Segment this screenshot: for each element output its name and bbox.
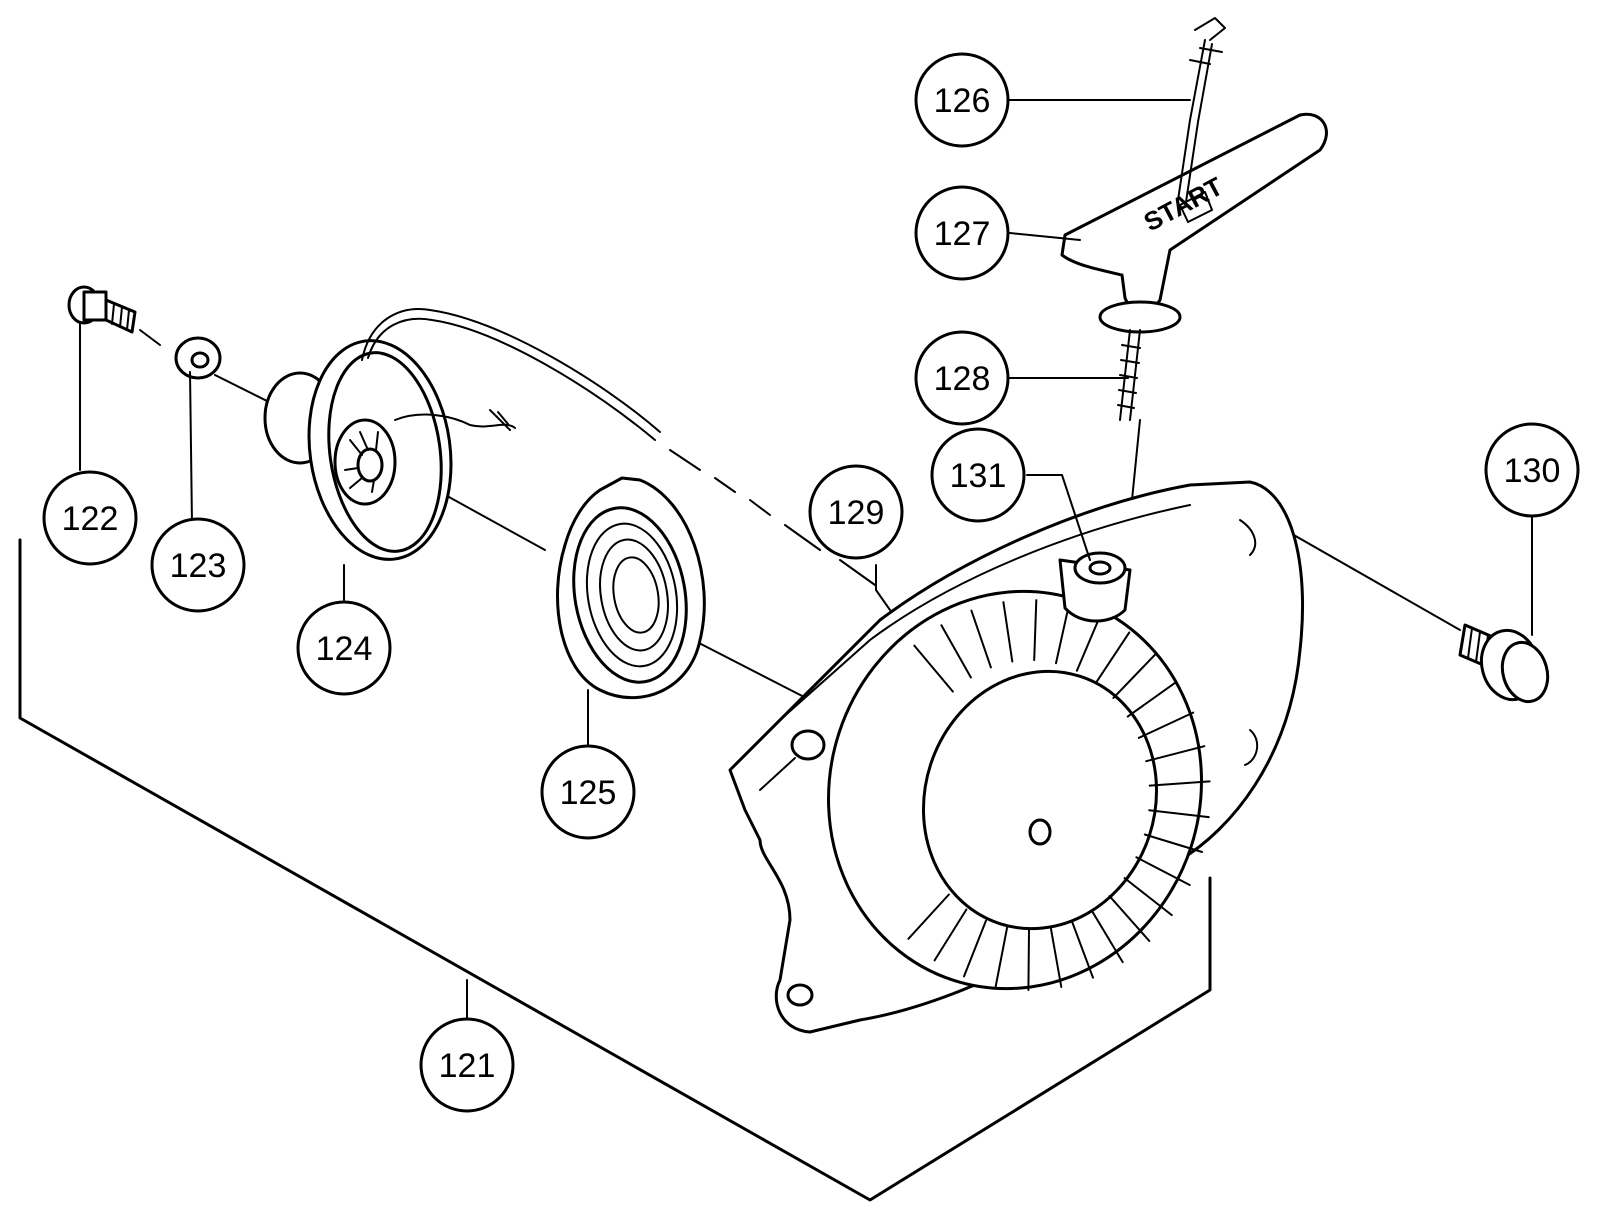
fan-fin: [907, 893, 950, 940]
callout-circle: [914, 185, 1010, 281]
washer-123: [174, 336, 222, 380]
callout-circle: [1484, 422, 1580, 518]
fan-fin: [970, 609, 992, 669]
fan-fin: [940, 624, 972, 679]
callout-circle: [419, 1017, 515, 1113]
rope-128: [1117, 329, 1141, 421]
callout-label: 130: [1504, 452, 1561, 490]
fan-fin: [1075, 614, 1102, 672]
callout-label: 124: [316, 630, 373, 668]
fan-fin: [1095, 631, 1131, 684]
callout-label: 128: [934, 360, 991, 398]
starter-rope: [361, 308, 661, 441]
callout-label: 123: [170, 547, 227, 585]
callouts: 121 122 123 124 125 126 127 128 129 130 131: [42, 52, 1580, 1113]
fan-fin: [1071, 920, 1094, 979]
fan-fin: [963, 919, 987, 978]
start-handle-127: START: [1060, 112, 1328, 334]
starter-housing-129: [728, 480, 1304, 1034]
fan-fin: [1108, 895, 1151, 942]
callout-124: 124: [296, 600, 392, 696]
fan-fins: [907, 599, 1211, 991]
callout-131: 131: [930, 427, 1026, 523]
callout-121: 121: [419, 1017, 515, 1113]
fan-fin: [1137, 711, 1195, 739]
fan-fin: [1033, 599, 1038, 662]
assembly-bracket: [18, 538, 1212, 1202]
fan-fin: [1055, 603, 1070, 665]
callout-125: 125: [540, 744, 636, 840]
callout-128: 128: [914, 330, 1010, 426]
callout-122: 122: [42, 470, 138, 566]
callout-circle: [914, 330, 1010, 426]
fan-fin: [1090, 909, 1124, 964]
callout-label: 127: [934, 215, 991, 253]
fan-fin: [913, 644, 954, 693]
callout-130: 130: [1484, 422, 1580, 518]
fan-fin: [1126, 680, 1178, 718]
callout-circle: [930, 427, 1026, 523]
pulley-124: [263, 339, 516, 561]
callout-label: 122: [62, 500, 119, 538]
fan-fin: [1002, 601, 1014, 663]
callout-circle: [42, 470, 138, 566]
fan-fin: [1027, 929, 1030, 991]
callout-circle: [296, 600, 392, 696]
fan-fin: [1143, 833, 1204, 853]
callout-label: 125: [560, 774, 617, 812]
recoil-spring-125: [556, 476, 706, 700]
callout-127: 127: [914, 185, 1010, 281]
fan-fin: [1148, 809, 1210, 819]
screw-130: [1458, 623, 1550, 704]
callout-label: 126: [934, 82, 991, 120]
callout-123: 123: [150, 517, 246, 613]
callout-circle: [914, 52, 1010, 148]
bolt-122: [67, 285, 137, 334]
fan-fin: [933, 908, 968, 962]
rope-knot-126: [1177, 17, 1226, 203]
fan-fin: [1145, 745, 1206, 763]
fan-fin: [1123, 877, 1173, 917]
leader-lines: [79, 99, 1533, 1019]
callout-label: 129: [828, 494, 885, 532]
callout-label: 131: [950, 457, 1007, 495]
callout-129: 129: [808, 464, 904, 560]
callout-circle: [808, 464, 904, 560]
fan-fin: [1049, 926, 1063, 988]
fan-fin: [1112, 653, 1156, 699]
fan-fin: [1135, 856, 1191, 886]
callout-circle: [540, 744, 636, 840]
callout-126: 126: [914, 52, 1010, 148]
callout-label: 121: [439, 1047, 496, 1085]
fan-fin: [1148, 780, 1211, 787]
callout-circle: [150, 517, 246, 613]
fan-fin: [994, 926, 1009, 988]
